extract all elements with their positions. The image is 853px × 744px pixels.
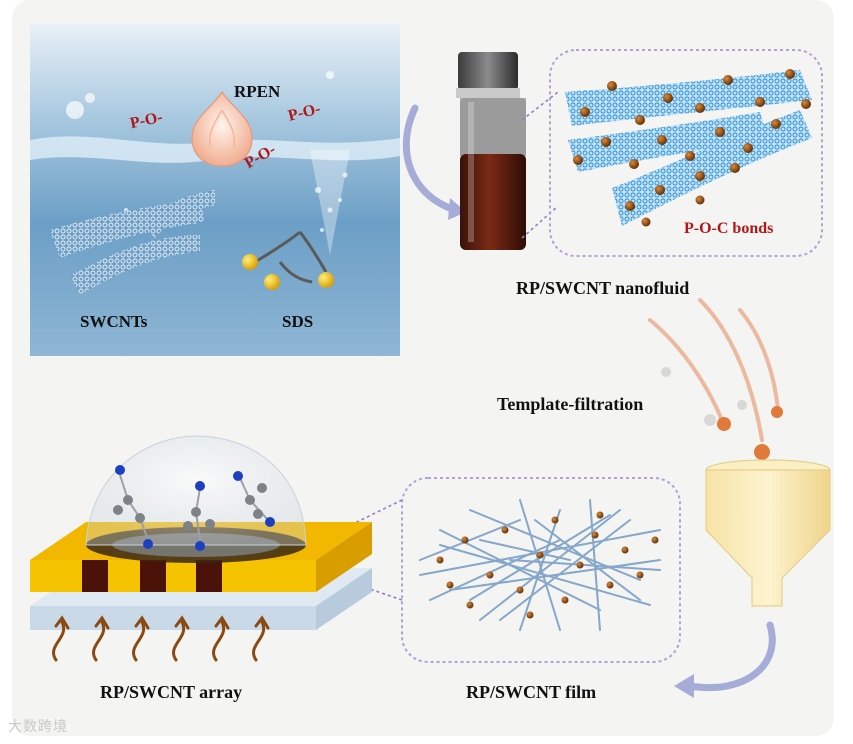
rpen-icon [191,90,253,167]
nanofluid-vial [456,52,526,250]
watermark: 大数跨境 [8,719,68,735]
film-frame [401,477,681,663]
sds-molecules [242,230,334,290]
gas-dome [85,435,307,546]
array-label: RP/SWCNT array [100,682,243,702]
film-label: RP/SWCNT film [466,682,597,702]
swcnts-label: SWCNTs [80,312,148,331]
amine-molecules [113,465,275,551]
rpen-label: RPEN [234,82,281,101]
filtration-funnel [705,459,831,607]
rp-particles-film [436,511,659,619]
template-filtration-label: Template-filtration [497,394,644,414]
sds-label: SDS [282,312,314,331]
nanofluid-label: RP/SWCNT nanofluid [516,278,690,298]
falling-drops [648,298,783,460]
swcnt-bundle-water [50,190,215,295]
functionalized-nanotubes [565,69,812,227]
nanotube-network [419,499,661,631]
poc-frame [549,49,823,257]
arrow-to-vial [402,104,459,214]
poc-bonds-label: P-O-C bonds [684,220,774,237]
heat-arrows [52,615,270,662]
arrow-to-film [686,621,776,691]
